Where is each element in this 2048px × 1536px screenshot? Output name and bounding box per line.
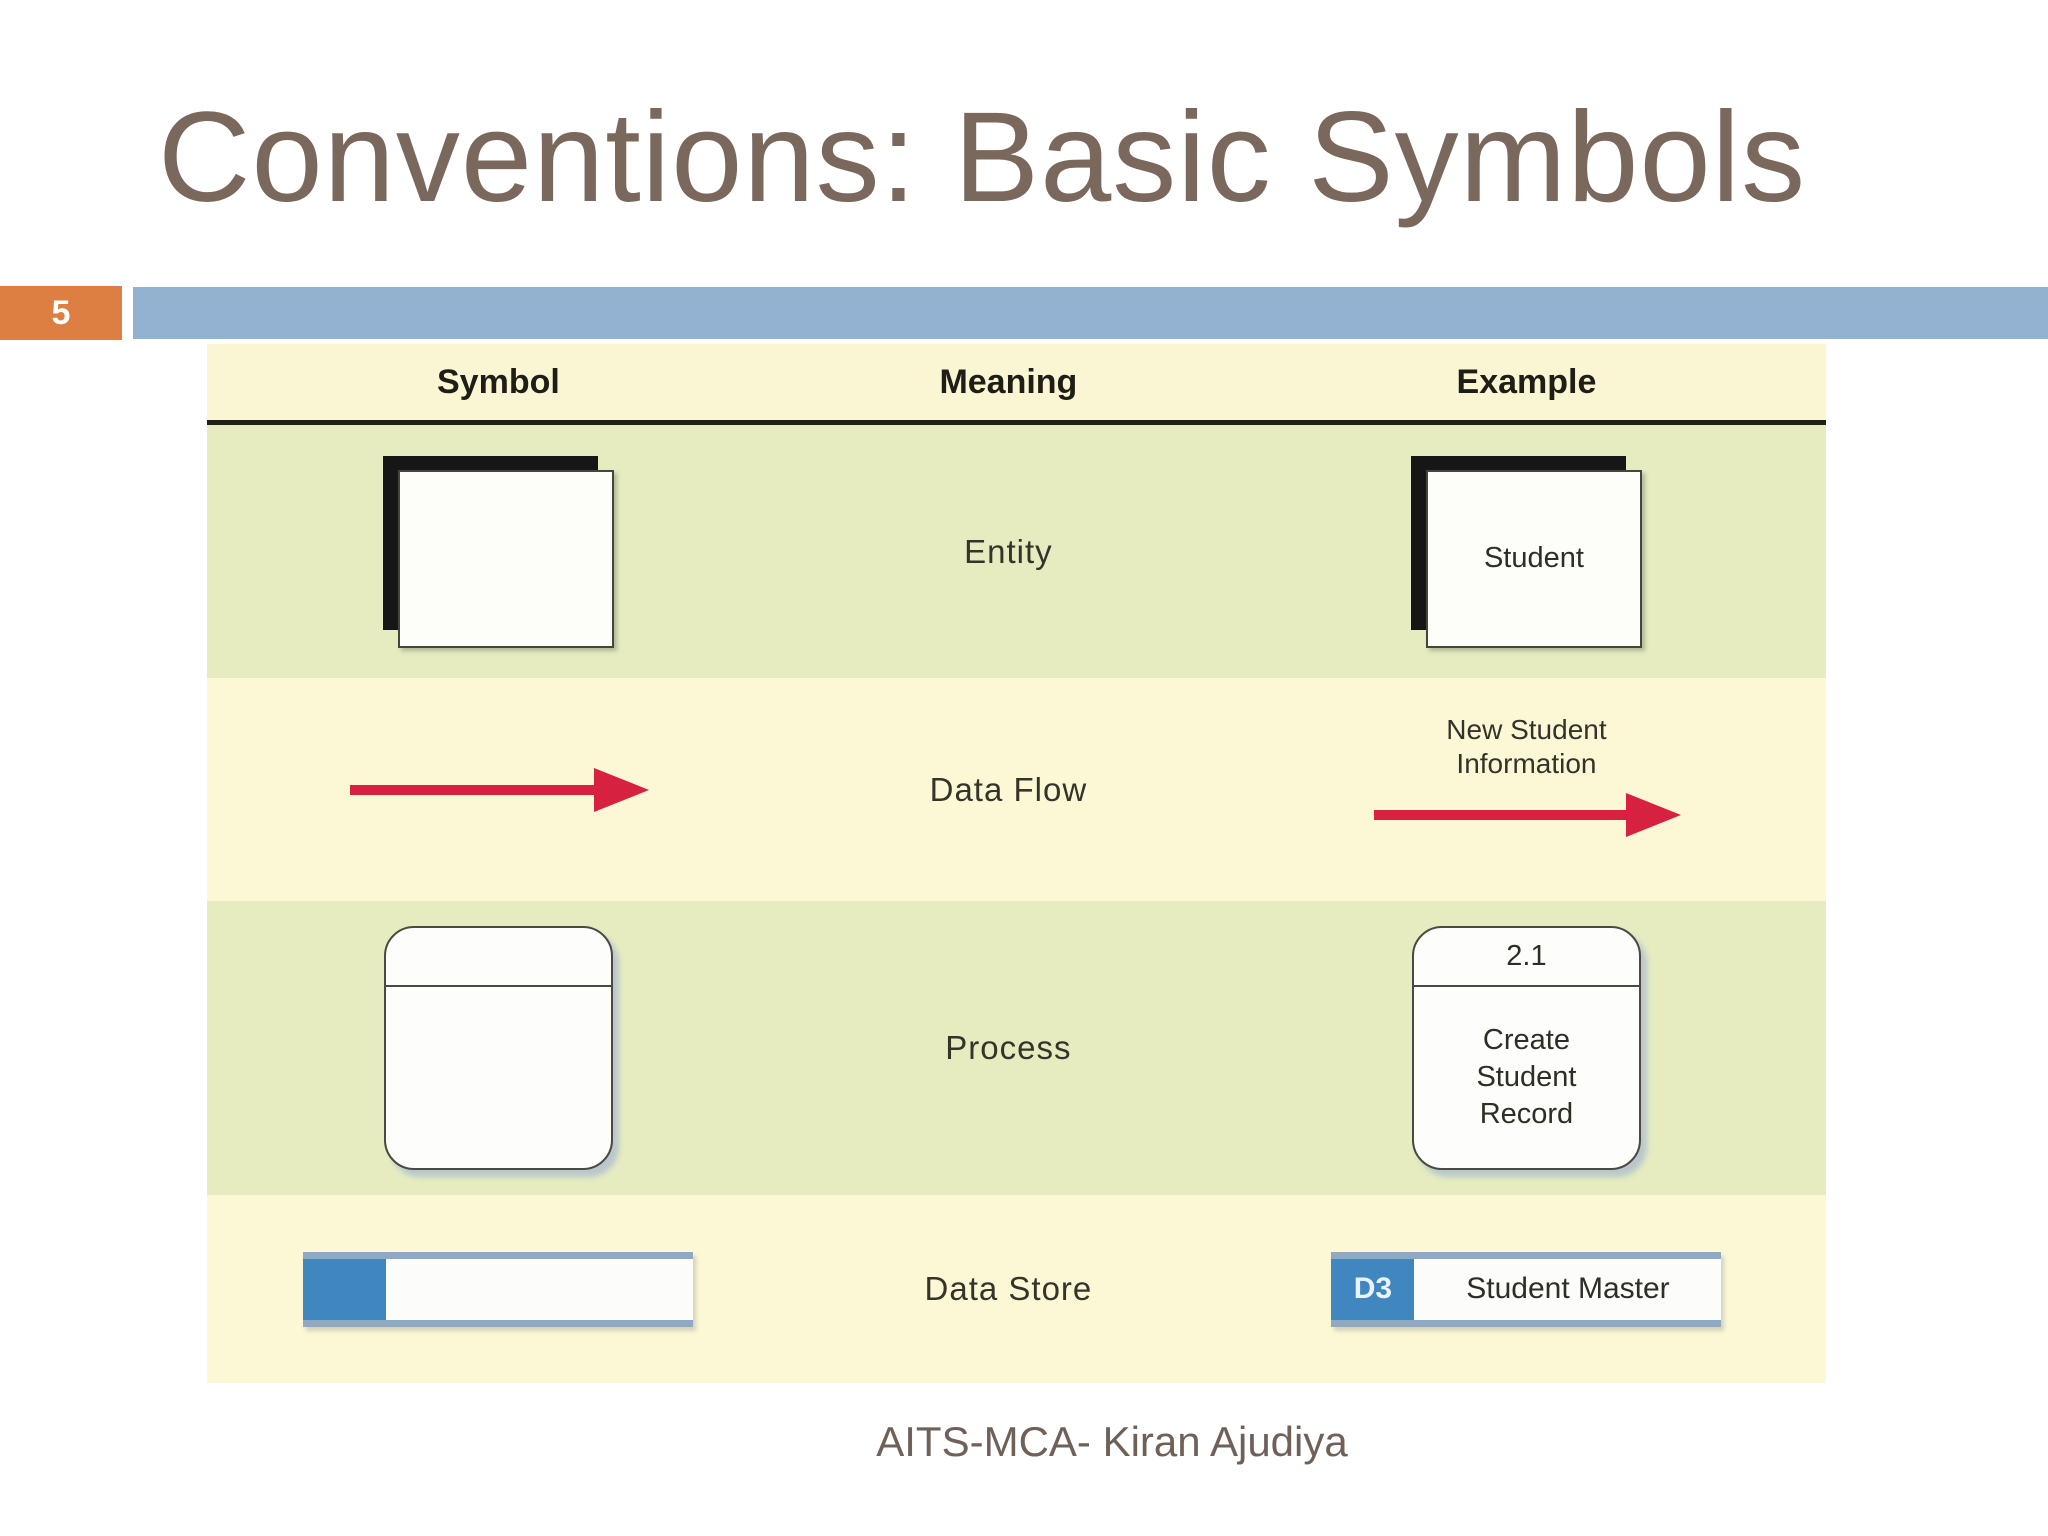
data-flow-caption-line1: New Student xyxy=(1446,713,1607,745)
data-flow-caption-line2: Information xyxy=(1456,747,1597,779)
process-example-line1: Create xyxy=(1482,1024,1570,1056)
table-row-entity: Entity Student xyxy=(207,425,1826,678)
process-rounded-rectangle-icon xyxy=(383,926,613,1170)
entity-example-box: Student xyxy=(1410,455,1642,648)
table-row-data-flow: Data Flow New Student Information xyxy=(207,678,1826,901)
accent-band xyxy=(133,287,2048,339)
process-example-line3: Record xyxy=(1479,1098,1574,1130)
entity-square-icon xyxy=(382,455,614,648)
data-flow-example-caption: New Student Information xyxy=(1446,713,1606,781)
meaning-label-data-store: Data Store xyxy=(924,1270,1093,1307)
process-example-line2: Student xyxy=(1476,1061,1577,1093)
process-example-text: Create Student Record xyxy=(1414,987,1639,1168)
process-example-number: 2.1 xyxy=(1413,928,1639,987)
data-store-example-tab: D3 xyxy=(1331,1258,1415,1320)
meaning-label-data-flow: Data Flow xyxy=(929,770,1088,808)
data-store-tab xyxy=(303,1258,387,1320)
entity-front-square xyxy=(397,469,614,648)
table-row-data-store: Data Store D3 Student Master xyxy=(207,1195,1826,1383)
meaning-label-process: Process xyxy=(945,1029,1072,1066)
table-header-row: Symbol Meaning Example xyxy=(207,344,1826,425)
process-symbol-body xyxy=(386,987,611,1168)
data-store-blank-area xyxy=(386,1259,693,1320)
table-row-process: Process 2.1 Create Student Record xyxy=(207,901,1826,1195)
entity-example-label: Student xyxy=(1483,542,1584,574)
entity-example-front-square: Student xyxy=(1425,469,1642,648)
process-symbol-header-band xyxy=(385,928,611,987)
data-store-icon xyxy=(303,1251,694,1327)
meaning-label-entity: Entity xyxy=(964,532,1053,570)
data-store-example-label: Student Master xyxy=(1466,1272,1670,1305)
symbols-table: Symbol Meaning Example Entity Student xyxy=(207,344,1826,1383)
process-example-box: 2.1 Create Student Record xyxy=(1411,926,1641,1170)
page-title: Conventions: Basic Symbols xyxy=(158,86,1807,229)
data-flow-arrow-icon xyxy=(349,767,649,812)
slide-number: 5 xyxy=(51,293,71,332)
header-meaning: Meaning xyxy=(939,362,1078,401)
footer-credit: AITS-MCA- Kiran Ajudiya xyxy=(876,1418,1348,1465)
data-store-example-box: D3 Student Master xyxy=(1331,1251,1722,1327)
slide-number-badge: 5 xyxy=(0,286,122,340)
header-symbol: Symbol xyxy=(437,362,560,401)
header-example: Example xyxy=(1456,362,1597,401)
data-flow-example-arrow-icon xyxy=(1373,792,1681,837)
